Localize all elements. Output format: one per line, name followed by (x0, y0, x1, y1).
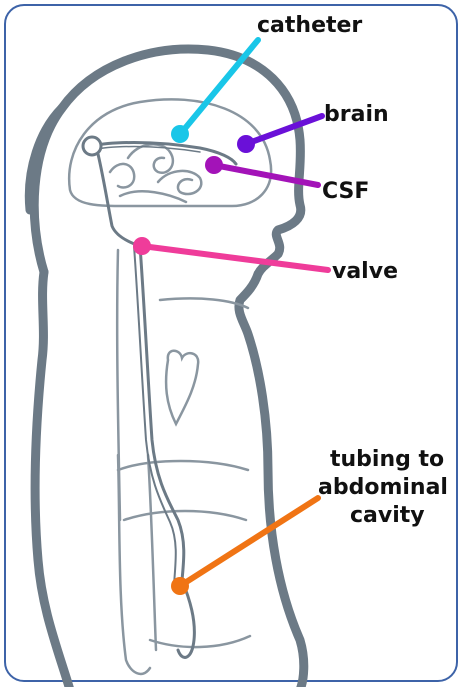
label-brain: brain (324, 102, 389, 127)
callout-brain (237, 116, 322, 153)
label-tubing-line1: tubing to (330, 447, 444, 472)
label-csf: CSF (322, 179, 369, 204)
shunt-tubing (83, 137, 236, 657)
callout-tubing (171, 498, 318, 595)
callout-valve (133, 237, 328, 270)
inner-anatomy (69, 99, 271, 674)
label-valve: valve (332, 259, 398, 284)
label-catheter: catheter (257, 13, 362, 38)
label-tubing-line2: abdominal (318, 475, 448, 500)
label-tubing-line3: cavity (350, 503, 425, 528)
callout-catheter (171, 40, 258, 143)
